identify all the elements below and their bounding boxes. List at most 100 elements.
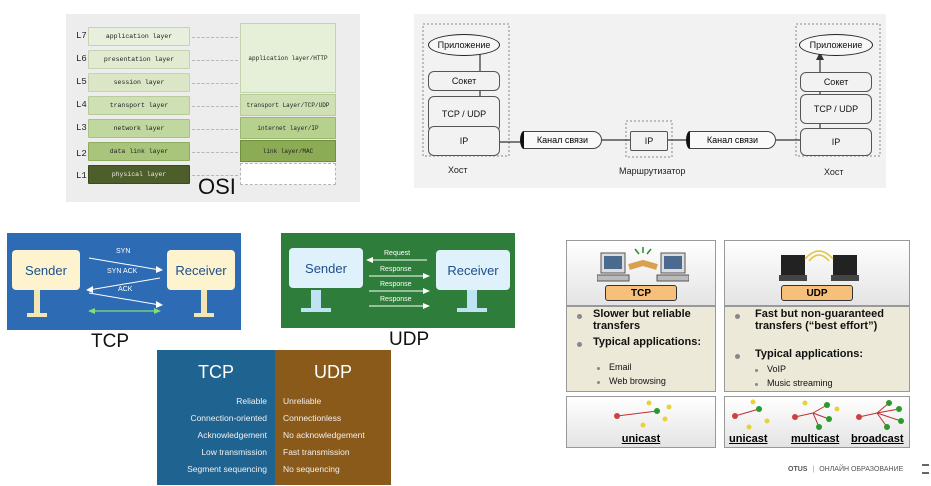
osi-layer: data link layer <box>88 142 190 161</box>
brand-divider: | <box>812 466 815 473</box>
mapping-arrow <box>192 175 238 176</box>
tcp-feature: Reliable <box>236 396 267 406</box>
tcpip-layer <box>240 163 336 185</box>
ack-msg: ACK <box>118 286 133 293</box>
network-diagram: Приложение Сокет TCP / UDP IP Хост Канал… <box>414 14 886 188</box>
mapping-arrow <box>192 60 238 61</box>
receiver-node: Receiver <box>167 250 235 290</box>
receiver-node: Receiver <box>436 250 510 290</box>
udp-bullet: Fast but non-guaranteed transfers (“best… <box>755 308 884 332</box>
osi-layer-number: L5 <box>76 77 87 87</box>
bullet-icon <box>577 342 582 347</box>
router-label: Маршрутизатор <box>619 166 686 176</box>
mapping-arrow <box>192 83 238 84</box>
computers-icon <box>779 250 859 281</box>
osi-layer: presentation layer <box>88 50 190 69</box>
udp-caption: UDP <box>389 329 430 350</box>
tcp-feature: Connection-oriented <box>190 413 267 423</box>
bullet-icon <box>755 383 758 386</box>
app-left: Приложение <box>428 34 500 56</box>
tcpip-layer: link layer/MAC <box>240 140 336 162</box>
router-ip: IP <box>630 131 668 151</box>
syn-ack-msg: SYN ACK <box>107 268 138 275</box>
udp-badge: UDP <box>781 285 853 301</box>
ip-left: IP <box>428 126 500 156</box>
tcp-bullet: Typical applications: <box>593 336 701 348</box>
response-msg: Response <box>380 281 412 288</box>
bullet-icon <box>577 314 582 319</box>
osi-layer: transport layer <box>88 96 190 115</box>
udp-feature: Fast transmission <box>283 447 350 457</box>
osi-layer: session layer <box>88 73 190 92</box>
udp-column: UDP Unreliable Connectionless No acknowl… <box>275 350 391 485</box>
bullet-icon <box>735 354 740 359</box>
osi-layer-number: L6 <box>76 54 87 64</box>
unicast-diagram <box>614 400 672 428</box>
tcp-app: Web browsing <box>609 376 666 386</box>
osi-layer-number: L4 <box>76 100 87 110</box>
multicast-label: multicast <box>791 433 840 445</box>
tcp-feature: Low transmission <box>201 447 267 457</box>
host-right-label: Хост <box>824 167 844 177</box>
mapping-arrow <box>192 129 238 130</box>
osi-layer-number: L2 <box>76 149 87 159</box>
udp-bullet: Typical applications: <box>755 348 863 360</box>
tcp-handshake: Sender Receiver SYN SYN ACK ACK <box>7 233 241 330</box>
bullet-icon <box>597 381 600 384</box>
osi-layer-number: L1 <box>76 171 87 181</box>
tcp-bullet: Slower but reliable transfers <box>593 308 691 332</box>
tcpudp-right: TCP / UDP <box>800 94 872 124</box>
udp-features: Fast but non-guaranteed transfers (“best… <box>724 306 910 392</box>
broadcast-label: broadcast <box>851 433 904 445</box>
tcp-column-title: TCP <box>198 362 234 382</box>
osi-layer: network layer <box>88 119 190 138</box>
tcp-caption: TCP <box>91 331 129 352</box>
channel-2: Канал связи <box>690 131 776 149</box>
osi-caption: OSI <box>198 174 236 199</box>
mapping-arrow <box>192 152 238 153</box>
tcpip-layer: transport Layer/TCP/UDP <box>240 94 336 116</box>
request-msg: Request <box>384 250 411 257</box>
udp-top-box: UDP <box>724 240 910 306</box>
sender-node: Sender <box>12 250 80 290</box>
udp-messaging: Sender Receiver Request Response Respons… <box>281 233 515 328</box>
udp-feature: No sequencing <box>283 464 340 474</box>
udp-app: VoIP <box>767 364 787 374</box>
osi-layer: application layer <box>88 27 190 46</box>
app-right: Приложение <box>799 34 873 56</box>
tcp-column: TCP Reliable Connection-oriented Acknowl… <box>157 350 275 485</box>
tcp-feature: Segment sequencing <box>187 464 267 474</box>
bullet-icon <box>735 314 740 319</box>
udp-app: Music streaming <box>767 378 833 388</box>
tcpip-layer: internet layer/IP <box>240 117 336 139</box>
response-msg: Response <box>380 266 412 273</box>
ip-right: IP <box>800 128 872 156</box>
osi-diagram: L7 L6 L5 L4 L3 L2 L1 application layer p… <box>66 14 360 202</box>
channel-1: Канал связи <box>524 131 602 149</box>
tcp-features: Slower but reliable transfers Typical ap… <box>566 306 716 392</box>
sender-node: Sender <box>289 248 363 288</box>
tcp-feature: Acknowledgement <box>197 430 267 440</box>
udp-feature: No acknowledgement <box>283 430 365 440</box>
osi-layer: physical layer <box>88 165 190 184</box>
cast-types-box: unicast multicast broadcast <box>724 396 910 448</box>
menu-icon[interactable] <box>922 464 929 474</box>
bullet-icon <box>755 369 758 372</box>
brand-name: OTUS <box>788 466 808 473</box>
response-msg: Response <box>380 296 412 303</box>
unicast-label: unicast <box>621 433 661 445</box>
brand-tagline: ОНЛАЙН ОБРАЗОВАНИЕ <box>819 466 904 473</box>
host-left-label: Хост <box>448 165 468 175</box>
udp-feature: Unreliable <box>283 396 322 406</box>
unicast-box: unicast <box>566 396 716 448</box>
bullet-icon <box>597 367 600 370</box>
computers-icon <box>597 247 689 282</box>
socket-right: Сокет <box>800 72 872 92</box>
tcp-badge: TCP <box>605 285 677 301</box>
mapping-arrow <box>192 106 238 107</box>
footer-brand: OTUS | ОНЛАЙН ОБРАЗОВАНИЕ <box>788 466 903 473</box>
unicast-label: unicast <box>729 433 768 445</box>
udp-feature: Connectionless <box>283 413 342 423</box>
tcp-arrows <box>27 257 214 317</box>
socket-left: Сокет <box>428 71 500 91</box>
